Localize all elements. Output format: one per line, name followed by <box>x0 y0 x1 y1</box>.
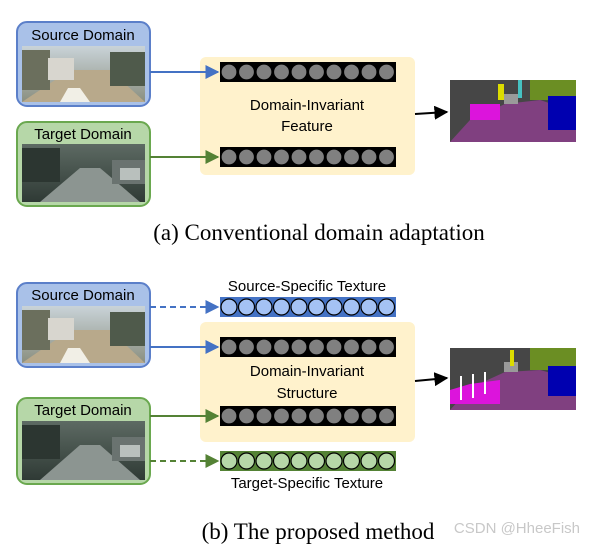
feature-node <box>342 148 361 166</box>
feature-node <box>325 298 343 316</box>
feature-node <box>325 452 343 470</box>
feature-node <box>255 298 273 316</box>
feature-node <box>325 407 343 425</box>
feature-node <box>360 338 378 356</box>
feature-node <box>342 407 361 425</box>
feature-node <box>237 452 256 470</box>
feature-node <box>377 338 396 356</box>
feature-node <box>237 148 256 166</box>
feature-node <box>342 338 361 356</box>
feature-node <box>325 148 343 166</box>
source-domain-label: Source Domain <box>31 27 134 44</box>
feature-node <box>237 407 256 425</box>
source-texture-label: Source-Specific Texture <box>228 278 386 295</box>
invariant-label-b-line2: Structure <box>277 385 338 402</box>
feature-node <box>237 63 256 81</box>
caption-b: (b) The proposed method <box>202 519 435 544</box>
feature-node <box>237 298 256 316</box>
feature-node <box>360 298 378 316</box>
feature-node <box>255 452 273 470</box>
source-domain-image <box>22 46 145 102</box>
feature-node <box>290 338 308 356</box>
arrow-output-b <box>414 372 449 387</box>
feature-node <box>307 407 326 425</box>
source-domain-box-a: Source Domain <box>16 21 151 107</box>
feature-node <box>360 407 378 425</box>
caption-a: (a) Conventional domain adaptation <box>153 220 485 245</box>
feature-node <box>255 148 273 166</box>
feature-row-source-a <box>220 62 396 82</box>
segmentation-output-b <box>450 348 576 410</box>
feature-node <box>342 298 361 316</box>
feature-node <box>377 148 396 166</box>
feature-node <box>290 63 308 81</box>
source-domain-label: Source Domain <box>31 287 134 304</box>
feature-node <box>220 63 238 81</box>
texture-row-target <box>220 451 396 471</box>
feature-node <box>272 338 291 356</box>
target-domain-label: Target Domain <box>34 402 132 419</box>
part-a: Source Domain Target Domain <box>16 21 576 245</box>
feature-node <box>290 148 308 166</box>
source-domain-box-b: Source Domain <box>16 282 151 368</box>
feature-node <box>307 63 326 81</box>
target-texture-label: Target-Specific Texture <box>231 475 383 492</box>
feature-node <box>272 452 291 470</box>
feature-node <box>325 63 343 81</box>
feature-node <box>307 452 326 470</box>
feature-node <box>325 338 343 356</box>
feature-node <box>377 407 396 425</box>
feature-node <box>290 407 308 425</box>
arrow-output-a <box>414 105 449 120</box>
feature-node <box>377 298 396 316</box>
feature-node <box>255 63 273 81</box>
feature-node <box>272 298 291 316</box>
watermark: CSDN @HheeFish <box>454 520 580 537</box>
invariant-label-a-line2: Feature <box>281 118 333 135</box>
target-domain-label: Target Domain <box>34 126 132 143</box>
feature-node <box>220 407 238 425</box>
feature-node <box>237 338 256 356</box>
feature-node <box>307 148 326 166</box>
feature-row-target-a <box>220 147 396 167</box>
feature-node <box>360 148 378 166</box>
source-domain-image <box>22 306 145 363</box>
feature-node <box>220 148 238 166</box>
texture-row-source <box>220 297 396 317</box>
feature-node <box>272 63 291 81</box>
feature-node <box>272 148 291 166</box>
feature-node <box>307 298 326 316</box>
feature-node <box>377 452 396 470</box>
target-domain-image <box>22 421 145 480</box>
feature-panel-a <box>200 57 415 175</box>
feature-node <box>307 338 326 356</box>
invariant-label-b-line1: Domain-Invariant <box>250 363 365 380</box>
feature-node <box>255 338 273 356</box>
feature-node <box>377 63 396 81</box>
feature-node <box>342 452 361 470</box>
target-domain-image <box>22 144 145 202</box>
target-domain-box-a: Target Domain <box>16 121 151 207</box>
structure-row-source <box>220 337 396 357</box>
feature-node <box>342 63 361 81</box>
feature-node <box>360 452 378 470</box>
feature-node <box>360 63 378 81</box>
feature-node <box>290 452 308 470</box>
feature-node <box>290 298 308 316</box>
segmentation-output-a <box>450 80 576 142</box>
feature-node <box>220 298 238 316</box>
feature-node <box>220 452 238 470</box>
part-b: Source-Specific Texture Source Domain Ta… <box>16 278 576 544</box>
feature-node <box>255 407 273 425</box>
feature-node <box>220 338 238 356</box>
invariant-label-a-line1: Domain-Invariant <box>250 97 365 114</box>
target-domain-box-b: Target Domain <box>16 397 151 485</box>
structure-row-target <box>220 406 396 426</box>
feature-node <box>272 407 291 425</box>
